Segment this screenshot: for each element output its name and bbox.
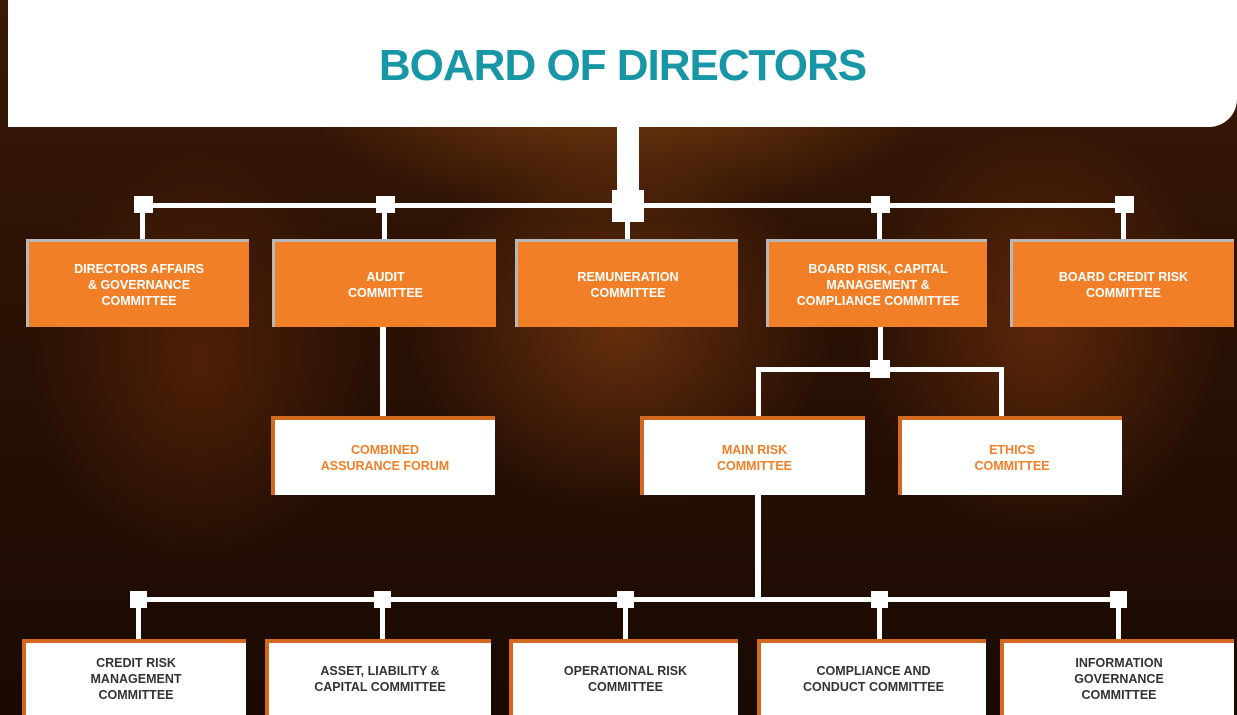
committee-information-governance: INFORMATION GOVERNANCE COMMITTEE (1000, 639, 1234, 715)
audit-to-assurance-line (380, 325, 386, 420)
board-banner: BOARD OF DIRECTORS (8, 0, 1237, 127)
committee-label: INFORMATION GOVERNANCE COMMITTEE (1074, 656, 1164, 702)
risk-horizontal-line (756, 367, 1004, 372)
junction-b5 (1110, 591, 1127, 608)
junction-b1 (130, 591, 147, 608)
committee-board-credit-risk: BOARD CREDIT RISK COMMITTEE (1010, 239, 1234, 327)
junction-1 (134, 196, 153, 213)
committee-label: DIRECTORS AFFAIRS & GOVERNANCE COMMITTEE (74, 261, 204, 308)
forum-combined-assurance: COMBINED ASSURANCE FORUM (271, 416, 495, 495)
drop-main-risk (756, 367, 761, 420)
committee-label: REMUNERATION COMMITTEE (577, 269, 679, 300)
committee-remuneration: REMUNERATION COMMITTEE (515, 239, 738, 327)
drop-3 (625, 220, 630, 242)
drop-1 (140, 210, 145, 242)
committee-label: AUDIT COMMITTEE (348, 269, 423, 300)
page-title: BOARD OF DIRECTORS (378, 40, 867, 90)
drop-2 (382, 210, 387, 242)
drop-b2 (380, 606, 385, 643)
drop-b5 (1116, 606, 1121, 643)
committee-label: ASSET, LIABILITY & CAPITAL COMMITTEE (314, 664, 446, 694)
main-risk-trunk (755, 495, 761, 599)
committee-compliance-conduct: COMPLIANCE AND CONDUCT COMMITTEE (757, 639, 986, 715)
committee-operational-risk: OPERATIONAL RISK COMMITTEE (509, 639, 738, 715)
junction-5 (1115, 196, 1134, 213)
committee-label: OPERATIONAL RISK COMMITTEE (563, 664, 688, 694)
committee-board-risk: BOARD RISK, CAPITAL MANAGEMENT & COMPLIA… (766, 239, 987, 327)
forum-label: COMBINED ASSURANCE FORUM (320, 442, 450, 473)
drop-ethics (999, 367, 1004, 420)
committee-alco: ASSET, LIABILITY & CAPITAL COMMITTEE (265, 639, 491, 715)
committee-credit-risk-management: CREDIT RISK MANAGEMENT COMMITTEE (22, 639, 246, 715)
committee-main-risk: MAIN RISK COMMITTEE (640, 416, 865, 495)
committee-ethics: ETHICS COMMITTEE (898, 416, 1122, 495)
junction-4 (871, 196, 890, 213)
drop-b3 (623, 606, 628, 643)
committee-audit: AUDIT COMMITTEE (272, 239, 496, 327)
drop-4 (877, 210, 882, 242)
junction-b2 (374, 591, 391, 608)
committee-label: CREDIT RISK MANAGEMENT COMMITTEE (90, 656, 182, 702)
forum-label: ETHICS COMMITTEE (974, 442, 1050, 473)
drop-b4 (877, 606, 882, 643)
board-risk-drop (878, 325, 883, 369)
forum-label: MAIN RISK COMMITTEE (717, 442, 792, 473)
junction-b3 (617, 591, 634, 608)
drop-b1 (136, 606, 141, 643)
committee-directors-affairs: DIRECTORS AFFAIRS & GOVERNANCE COMMITTEE (26, 239, 249, 327)
committee-label: BOARD RISK, CAPITAL MANAGEMENT & COMPLIA… (796, 261, 960, 308)
junction-b4 (871, 591, 888, 608)
committee-label: BOARD CREDIT RISK COMMITTEE (1058, 269, 1189, 300)
drop-5 (1121, 210, 1126, 242)
trunk-connector (617, 127, 639, 193)
junction-2 (376, 196, 395, 213)
top-horizontal-line (142, 203, 1125, 208)
committee-label: COMPLIANCE AND CONDUCT COMMITTEE (803, 664, 944, 694)
